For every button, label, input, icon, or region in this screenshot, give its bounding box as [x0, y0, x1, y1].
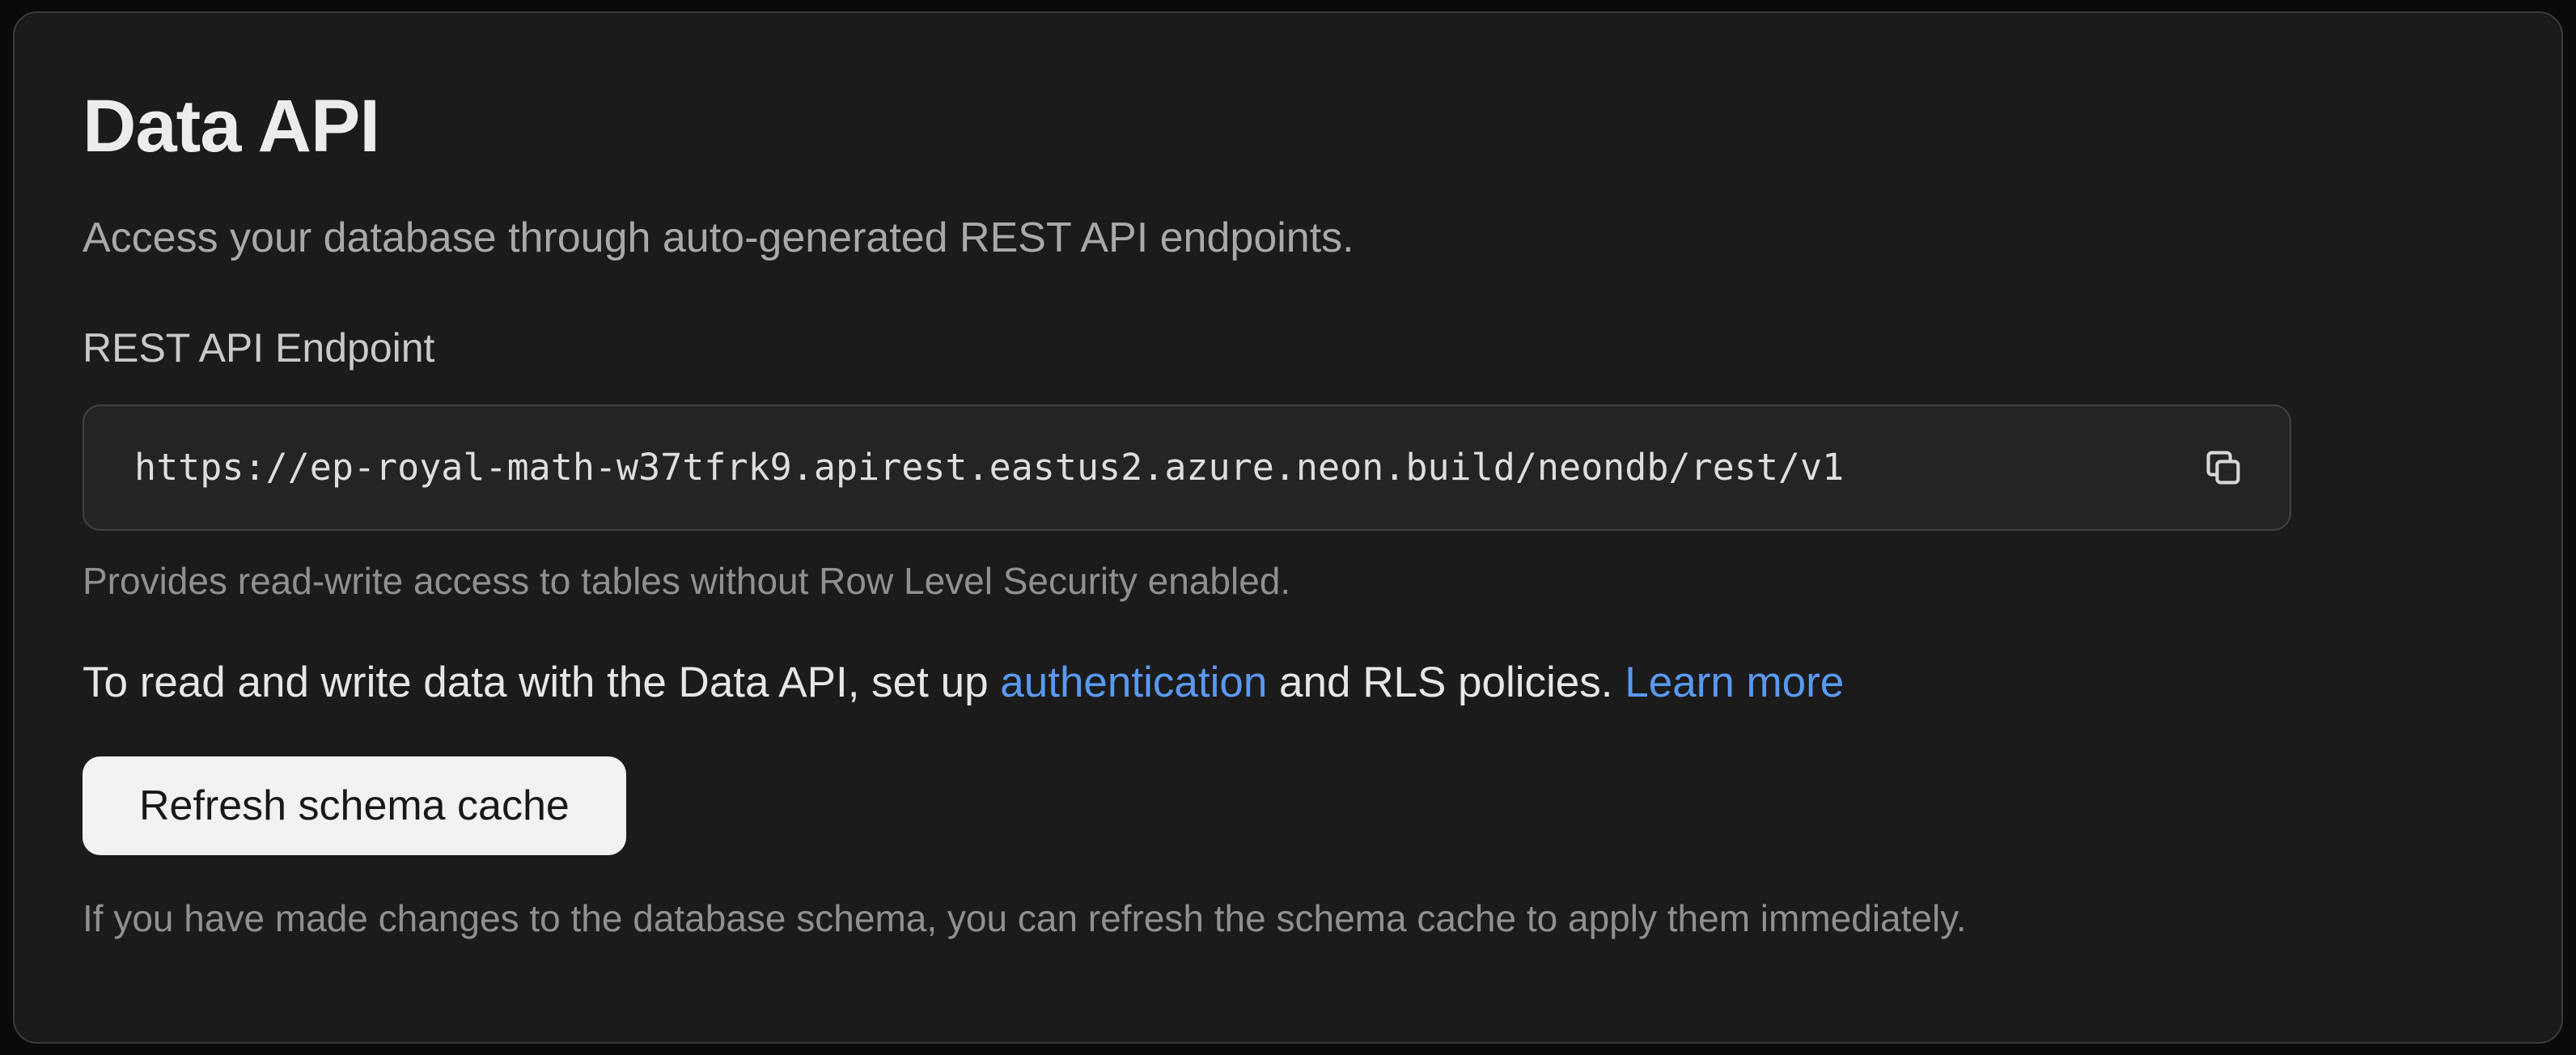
refresh-schema-cache-button[interactable]: Refresh schema cache [83, 756, 626, 856]
data-api-panel: Data API Access your database through au… [13, 11, 2563, 1044]
authentication-link[interactable]: authentication [1000, 659, 1268, 707]
rls-note-middle: and RLS policies. [1267, 659, 1625, 707]
endpoint-helper-text: Provides read-write access to tables wit… [83, 559, 1291, 602]
endpoint-url-value: https://ep-royal-math-w37tfrk9.apirest.e… [134, 446, 1845, 489]
schema-cache-helper-text: If you have made changes to the database… [83, 897, 1967, 940]
page-description: Access your database through auto-genera… [83, 214, 1354, 262]
rest-api-endpoint-field[interactable]: https://ep-royal-math-w37tfrk9.apirest.e… [83, 404, 2291, 531]
rls-note-prefix: To read and write data with the Data API… [83, 659, 1001, 707]
rest-api-endpoint-label: REST API Endpoint [83, 324, 435, 371]
rls-note: To read and write data with the Data API… [83, 656, 2493, 710]
learn-more-link[interactable]: Learn more [1625, 659, 1845, 707]
copy-icon [2202, 447, 2244, 489]
page-title: Data API [83, 85, 380, 167]
copy-button[interactable] [2197, 442, 2249, 494]
